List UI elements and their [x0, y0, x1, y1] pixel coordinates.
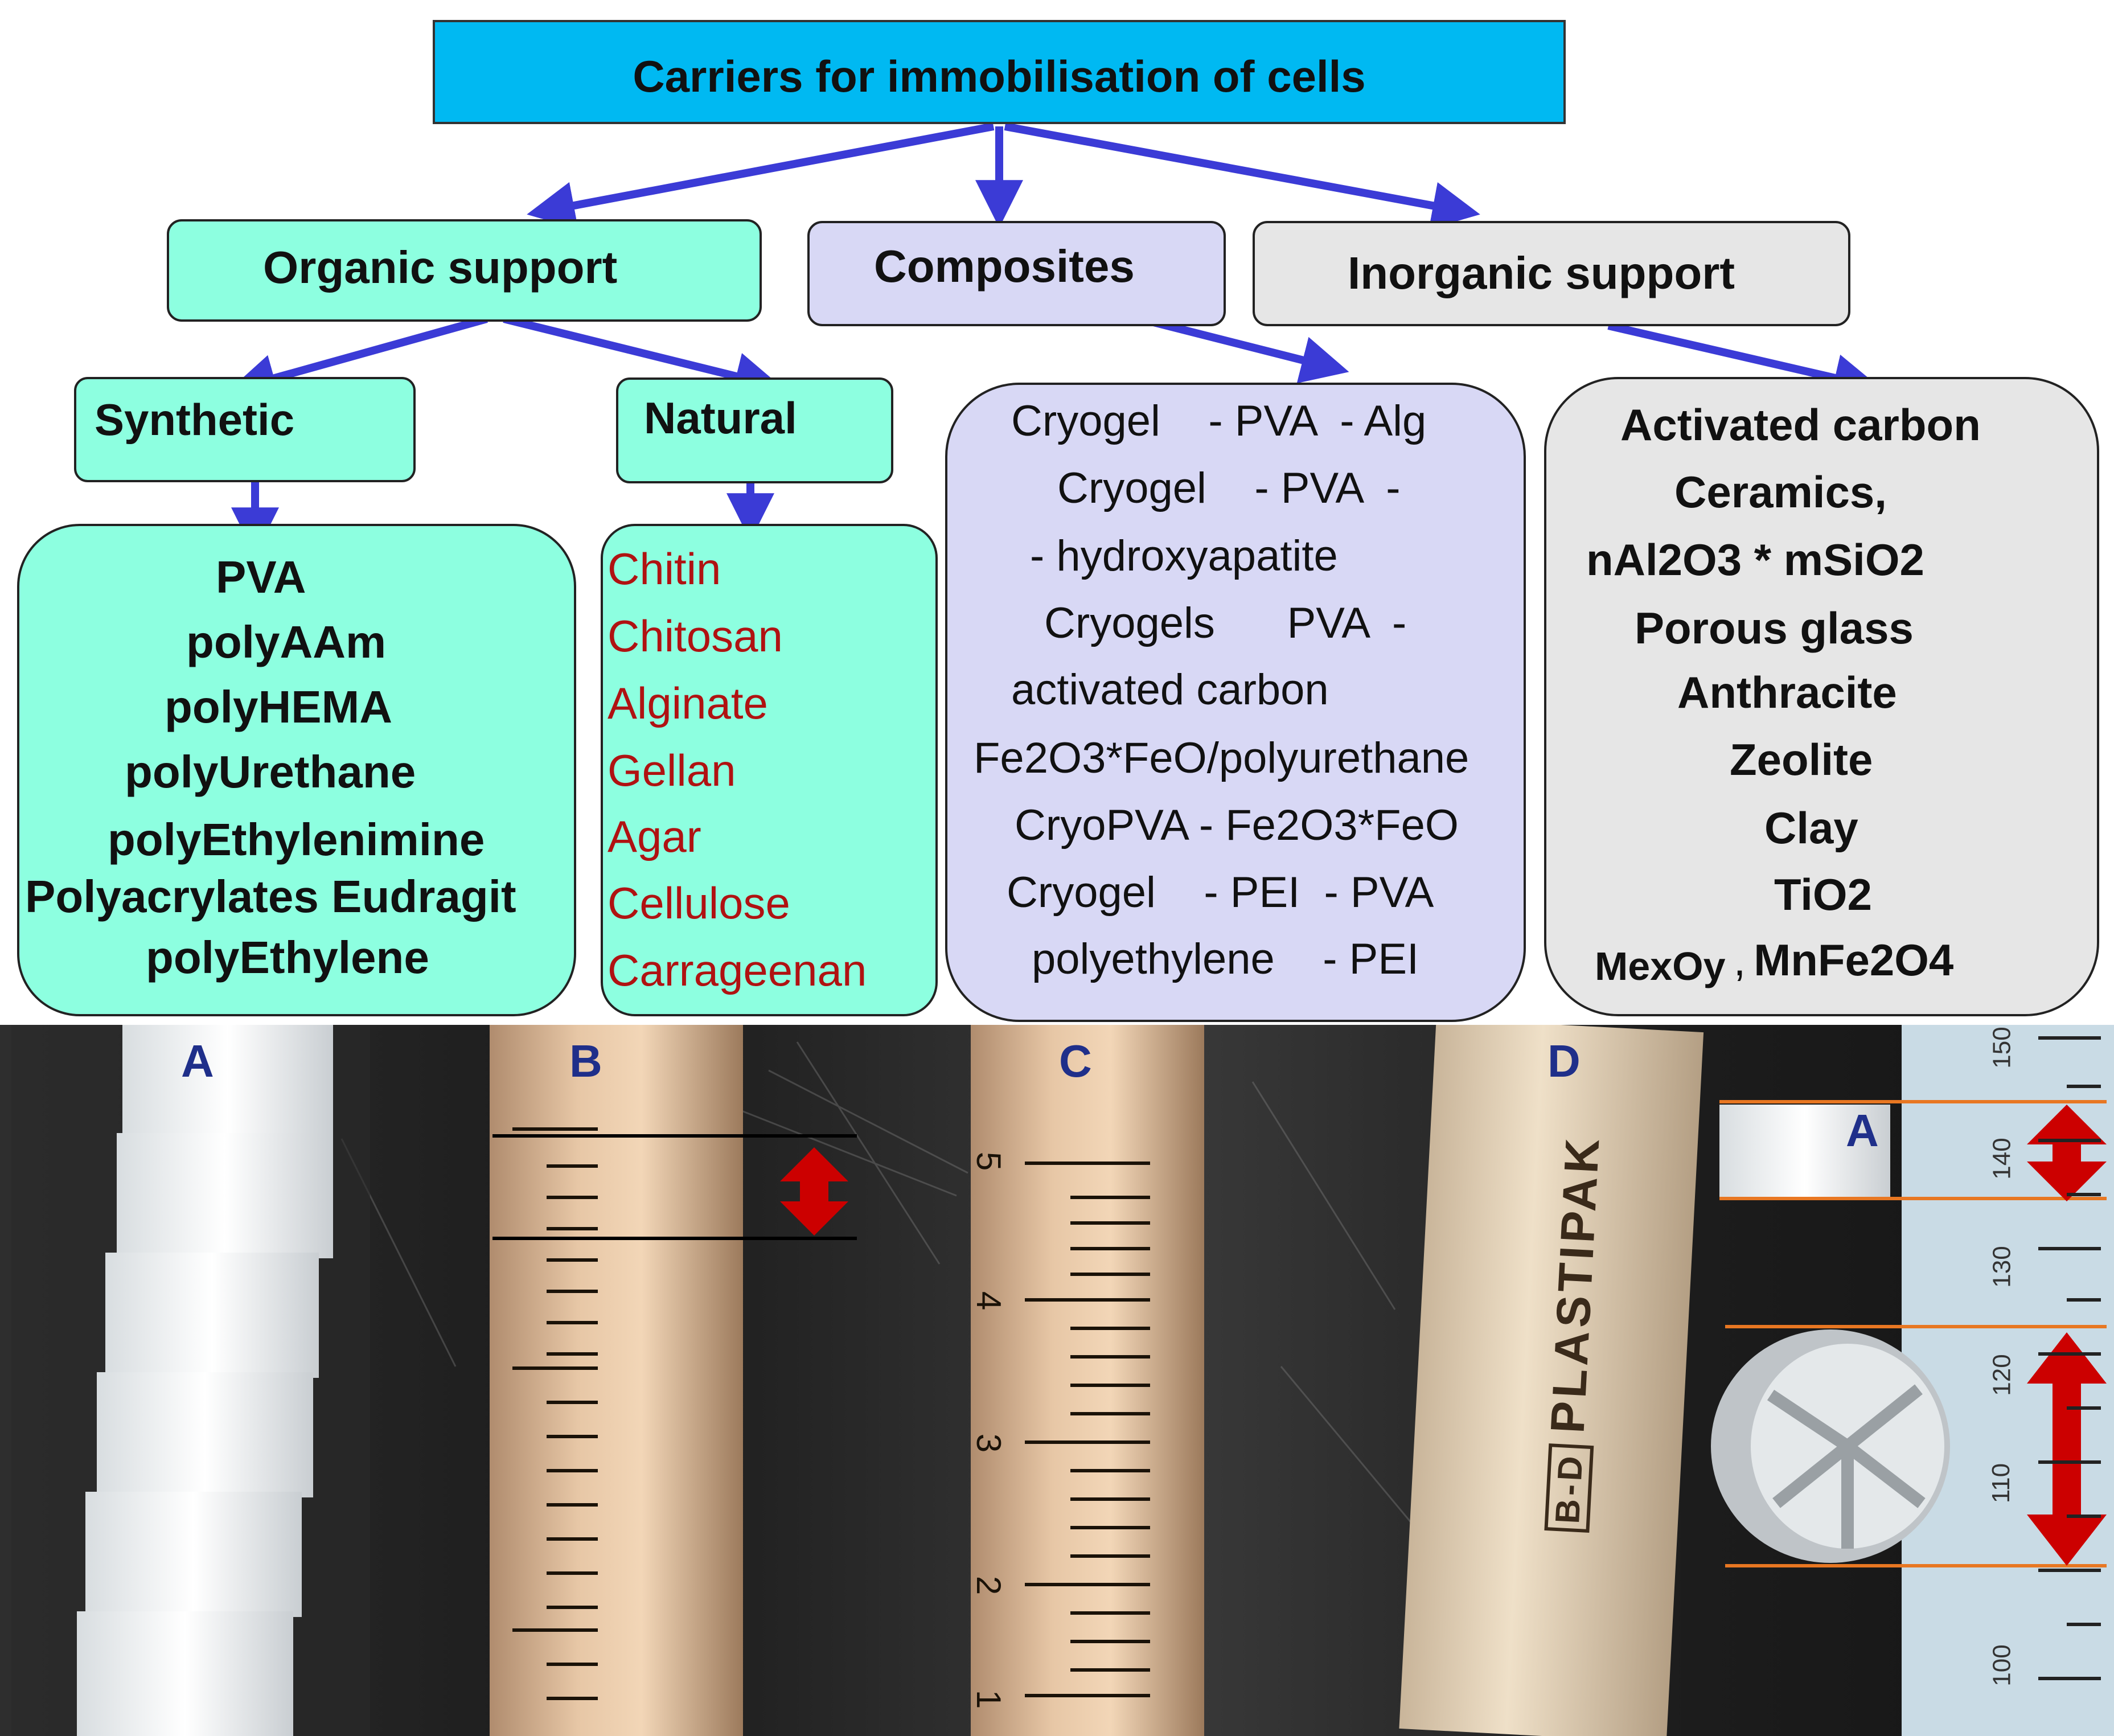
- syringe-c-number: 5: [970, 1151, 1008, 1171]
- composite-item: CryoPVA - Fe2O3*FeO: [1015, 801, 1459, 849]
- ruler-number: 110: [1987, 1463, 2016, 1504]
- photo-label-b: B: [569, 1036, 602, 1086]
- syringe-c-number: 4: [970, 1291, 1008, 1311]
- ruler-number: 100: [1988, 1644, 2016, 1686]
- arrow-root-to-inorganic: [1004, 122, 1480, 229]
- photo-label-a: A: [181, 1036, 214, 1086]
- composites-title: Composites: [874, 241, 1135, 292]
- photo-drawing: [0, 1025, 2114, 1736]
- syringe-b: [490, 1025, 743, 1736]
- synthetic-list: PVA polyAAm polyHEMA polyUrethane polyEt…: [19, 526, 574, 1014]
- photo-label-c: C: [1059, 1036, 1092, 1086]
- synthetic-list-box: PVA polyAAm polyHEMA polyUrethane polyEt…: [17, 524, 576, 1016]
- natural-item: Carrageenan: [607, 945, 867, 995]
- synthetic-item: polyEthylenimine: [108, 814, 485, 865]
- syringe-c: [971, 1025, 1204, 1736]
- root-node: Carriers for immobilisation of cells: [433, 20, 1566, 124]
- inorganic-item: TiO2: [1774, 869, 1872, 920]
- synthetic-item: polyEthylene: [146, 932, 429, 983]
- carrier-k-wheel: [1711, 1329, 1950, 1563]
- carrier-a-stack: [77, 1025, 333, 1736]
- synthetic-item: polyHEMA: [165, 682, 392, 732]
- composites-node: Composites: [807, 221, 1226, 326]
- inorganic-list-box: Activated carbon Ceramics, nAl2O3 * mSiO…: [1544, 377, 2099, 1016]
- composite-item: Fe2O3*FeO/polyurethane: [974, 734, 1469, 782]
- arrow-root-to-organic: [527, 122, 995, 229]
- synthetic-item: PVA: [216, 552, 306, 602]
- natural-item: Chitosan: [607, 611, 783, 661]
- synthetic-title: Synthetic: [95, 395, 295, 445]
- natural-item: Cellulose: [607, 878, 790, 928]
- syringe-d: [1399, 1025, 1704, 1736]
- double-arrow-icon: [2027, 1105, 2107, 1201]
- composite-item: Cryogels PVA -: [1044, 599, 1407, 647]
- inorganic-item-last: MexOy,MnFe2O4: [1595, 934, 1954, 988]
- natural-item: Agar: [607, 811, 701, 861]
- mnfe2o4-label: MnFe2O4: [1754, 935, 1954, 985]
- natural-list-box: Chitin Chitosan Alginate Gellan Agar Cel…: [601, 524, 938, 1016]
- synthetic-item: polyAAm: [186, 617, 387, 667]
- size-arrows: [780, 1105, 2107, 1566]
- inorganic-item: nAl2O3 * mSiO2: [1586, 535, 1924, 585]
- composite-item: polyethylene - PEI: [1032, 935, 1419, 983]
- arrow-inorganic-to-list: [1607, 322, 1882, 401]
- bd-logo-icon: B-D: [1544, 1443, 1594, 1533]
- ruler-number: 120: [1988, 1354, 2016, 1396]
- double-arrow-icon: [2027, 1332, 2107, 1566]
- syringe-c-number: 3: [970, 1433, 1008, 1453]
- composites-list-box: Cryogel - PVA - Alg Cryogel - PVA - - hy…: [945, 383, 1526, 1022]
- inorganic-support-title: Inorganic support: [1348, 248, 1735, 298]
- natural-list: Chitin Chitosan Alginate Gellan Agar Cel…: [603, 526, 935, 1014]
- ruler-number: 150: [1988, 1027, 2016, 1069]
- natural-title: Natural: [644, 393, 797, 443]
- organic-support-title: Organic support: [263, 242, 618, 293]
- mexoy-label: MexOy: [1595, 944, 1726, 988]
- organic-support-node: Organic support: [167, 219, 762, 322]
- inorganic-item: Zeolite: [1730, 734, 1873, 785]
- natural-item: Alginate: [607, 678, 768, 728]
- natural-item: Chitin: [607, 544, 721, 594]
- carrier-photo: 5 4 3 2 1 B-DPLASTIPAK 150 140 130 120 1…: [0, 1025, 2114, 1736]
- inorganic-item: Clay: [1764, 803, 1858, 853]
- composite-item: Cryogel - PVA - Alg: [1011, 397, 1427, 445]
- double-arrow-icon: [780, 1147, 848, 1236]
- inorganic-support-node: Inorganic support: [1253, 221, 1850, 326]
- ruler-number: 140: [1988, 1138, 2016, 1180]
- composite-item: - hydroxyapatite: [1030, 532, 1338, 580]
- inorganic-list: Activated carbon Ceramics, nAl2O3 * mSiO…: [1546, 379, 2097, 1014]
- syringe-c-number: 1: [970, 1689, 1008, 1709]
- synthetic-node: Synthetic: [74, 377, 416, 482]
- carrier-a-ring: [1719, 1105, 1890, 1199]
- inorganic-item: Activated carbon: [1620, 400, 1981, 450]
- synthetic-item: polyUrethane: [125, 746, 416, 797]
- arrow-organic-to-synthetic: [228, 315, 488, 401]
- separator: ,: [1733, 935, 1746, 985]
- natural-node: Natural: [616, 377, 893, 483]
- inorganic-item: Anthracite: [1677, 667, 1897, 717]
- synthetic-item: Polyacrylates Eudragit: [25, 871, 516, 922]
- composite-item: Cryogel - PEI - PVA: [1007, 868, 1434, 917]
- arrow-organic-to-natural: [503, 315, 783, 400]
- ruler-number: 130: [1988, 1246, 2016, 1288]
- composite-item: activated carbon: [1011, 666, 1329, 714]
- inorganic-item: Ceramics,: [1674, 467, 1887, 517]
- composite-item: Cryogel - PVA -: [1057, 464, 1401, 512]
- composites-list: Cryogel - PVA - Alg Cryogel - PVA - - hy…: [947, 385, 1524, 1020]
- natural-item: Gellan: [607, 745, 736, 795]
- photo-label-a-right: A: [1846, 1105, 1879, 1156]
- photo-label-d: D: [1547, 1036, 1581, 1086]
- syringe-c-number: 2: [970, 1575, 1008, 1595]
- root-title: Carriers for immobilisation of cells: [633, 51, 1366, 101]
- inorganic-item: Porous glass: [1635, 603, 1914, 653]
